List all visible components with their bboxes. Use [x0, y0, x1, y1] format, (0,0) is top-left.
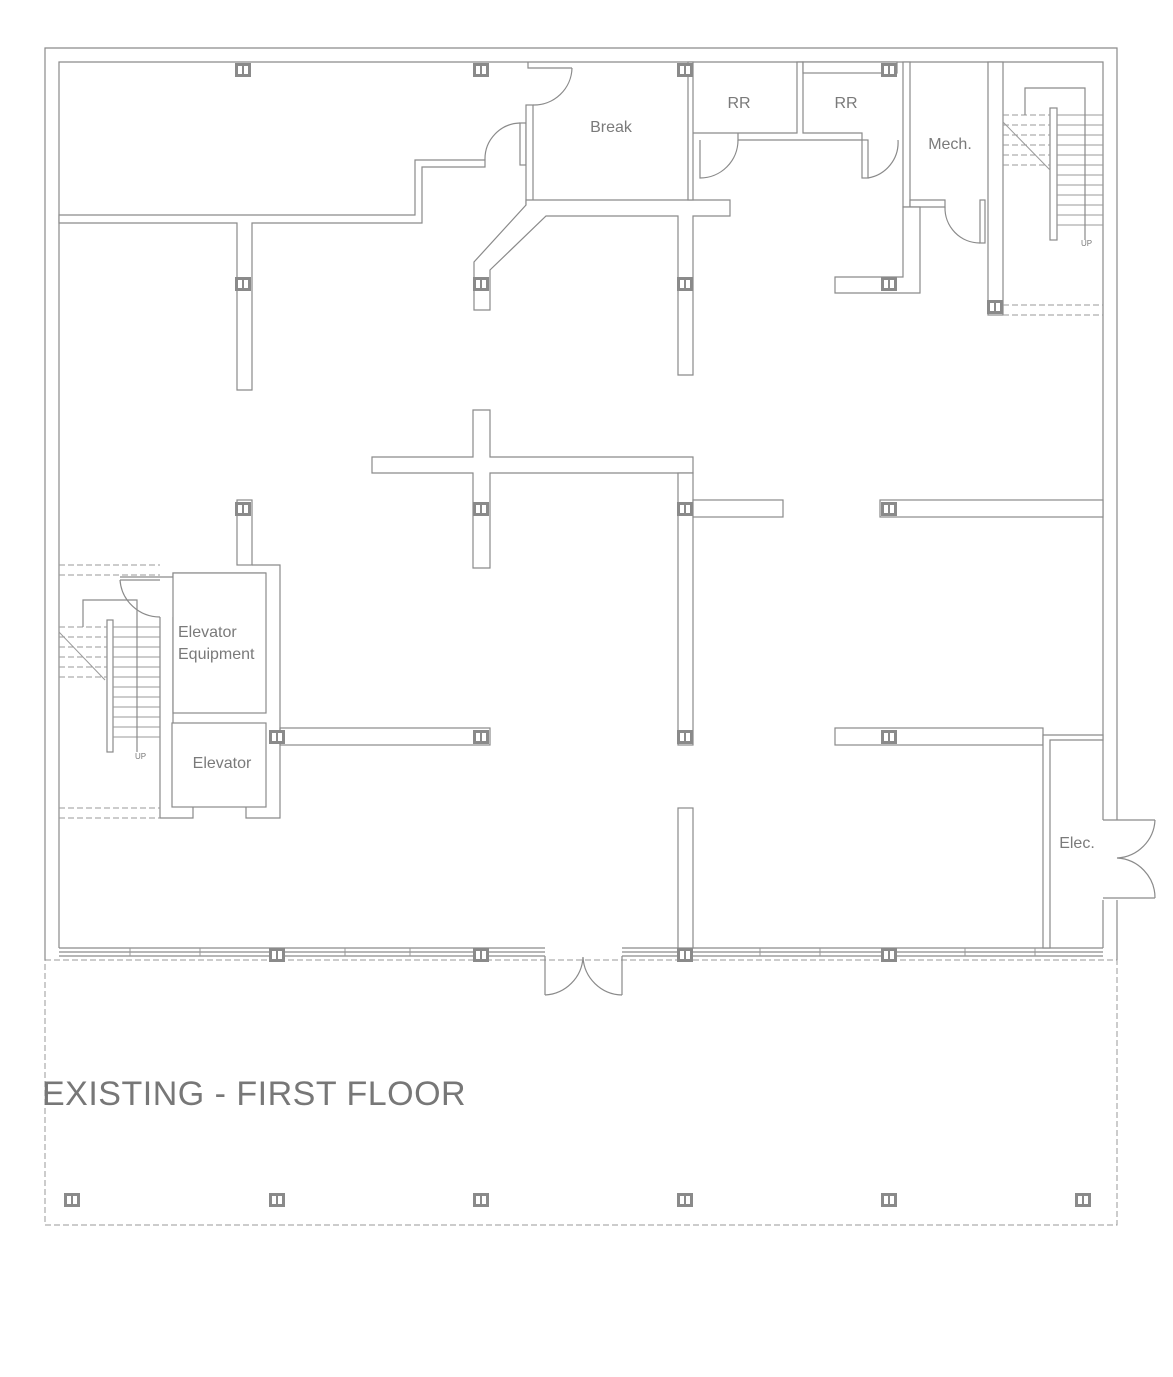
- interior-walls: [58, 61, 1104, 949]
- elevator-shaft: [171, 722, 267, 808]
- room-label-elevator-equipment-1: Elevator: [178, 624, 237, 641]
- room-label-rr-1: RR: [727, 95, 750, 112]
- room-label-elec: Elec.: [1059, 835, 1095, 852]
- drawing-title: EXISTING - FIRST FLOOR: [42, 1075, 467, 1113]
- room-label-rr-2: RR: [834, 95, 857, 112]
- stair-up-label-west: UP: [135, 752, 146, 761]
- stair-up-label-north: UP: [1081, 239, 1092, 248]
- structural-column-icon: [235, 277, 251, 291]
- structural-column-icon: [269, 948, 285, 962]
- north-stair: [1002, 87, 1103, 316]
- entrance-double-door[interactable]: [544, 956, 623, 996]
- porch-outline: [44, 959, 1118, 1226]
- structural-column-icon: [881, 948, 897, 962]
- structural-column-icon: [269, 1193, 285, 1207]
- structural-column-icon: [1075, 1193, 1091, 1207]
- structural-column-icon: [677, 1193, 693, 1207]
- structural-column-icon: [881, 277, 897, 291]
- room-label-break: Break: [590, 119, 633, 136]
- structural-column-icon: [473, 948, 489, 962]
- west-stair: [58, 564, 160, 819]
- structural-column-icon: [235, 63, 251, 77]
- structural-column-icon: [473, 730, 489, 744]
- room-label-elevator: Elevator: [193, 755, 252, 772]
- structural-column-icon: [677, 63, 693, 77]
- structural-column-icon: [64, 1193, 80, 1207]
- structural-column-icon: [473, 502, 489, 516]
- elevator-equipment-room: [172, 572, 267, 714]
- structural-column-icon: [677, 277, 693, 291]
- structural-column-icon: [473, 63, 489, 77]
- structural-column-icon: [677, 948, 693, 962]
- structural-column-icon: [473, 1193, 489, 1207]
- exterior-wall: [44, 47, 1156, 960]
- structural-column-icon: [235, 502, 251, 516]
- room-label-elevator-equipment-2: Equipment: [178, 646, 255, 663]
- front-wall: [59, 947, 1103, 957]
- structural-column-icon: [677, 502, 693, 516]
- structural-column-icon: [677, 730, 693, 744]
- structural-column-icon: [473, 277, 489, 291]
- structural-column-icon: [881, 502, 897, 516]
- room-label-mech: Mech.: [928, 136, 972, 153]
- structural-column-icon: [269, 730, 285, 744]
- structural-column-icon: [881, 730, 897, 744]
- structural-column-icon: [881, 1193, 897, 1207]
- structural-column-icon: [881, 63, 897, 77]
- structural-column-icon: [987, 300, 1003, 314]
